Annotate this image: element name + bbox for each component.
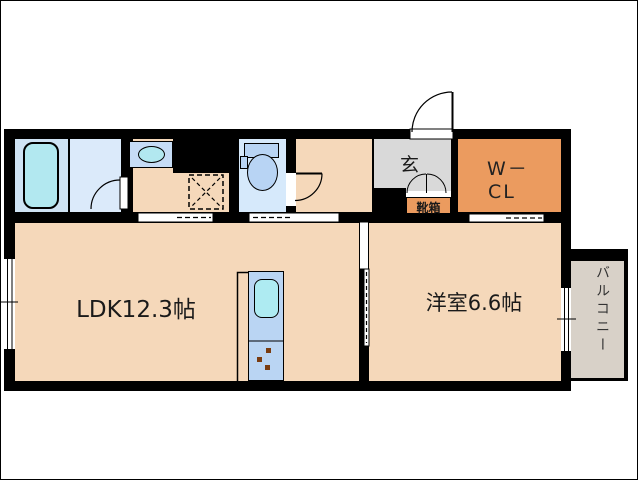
- shoebox-counter-strip: [406, 191, 451, 197]
- shoebox-label: 靴箱: [416, 201, 441, 215]
- genkan-label: 玄: [400, 154, 420, 176]
- wall-top: [4, 129, 571, 139]
- stove-burner-1: [266, 348, 271, 353]
- wall-left: [4, 129, 15, 391]
- walk-in-closet-floor: [458, 139, 561, 213]
- entrance-door-swing: [411, 91, 453, 133]
- wall-bottom: [4, 381, 571, 391]
- wall-toilet-left: [229, 139, 239, 212]
- wall-toilet-right: [286, 139, 296, 212]
- stove-burner-2: [257, 357, 262, 362]
- kitchen-sink: [254, 279, 279, 318]
- hallway-floor: [296, 139, 372, 212]
- wall-partition-ldk-bedroom: [359, 223, 369, 381]
- wcl-label-line2: CL: [488, 181, 516, 203]
- wall-genkan-south: [372, 188, 406, 223]
- wall-middle-horizontal: [15, 212, 561, 223]
- bathroom-wash-area: [70, 139, 121, 212]
- balcony-label: バルコニー: [594, 265, 610, 355]
- ldk-label: LDK12.3帖: [76, 297, 196, 323]
- toilet-side-unit: [240, 156, 248, 169]
- bedroom-floor: [369, 223, 561, 381]
- shoebox: [406, 197, 451, 214]
- stove-burner-3: [265, 365, 270, 370]
- toilet-bowl: [247, 154, 278, 191]
- bedroom-label: 洋室6.6帖: [425, 291, 523, 315]
- wall-laundry-block: [173, 139, 231, 173]
- ldk-floor: [15, 223, 359, 381]
- genkan-step-line: [372, 139, 374, 193]
- bathtub: [23, 142, 59, 209]
- wall-right: [561, 129, 571, 391]
- washbasin-bowl: [138, 146, 165, 163]
- balcony-floor: [571, 249, 628, 381]
- wall-closet-left: [451, 139, 458, 214]
- wcl-label-line1: W－: [487, 158, 529, 180]
- washbasin-cabinet: [129, 141, 173, 168]
